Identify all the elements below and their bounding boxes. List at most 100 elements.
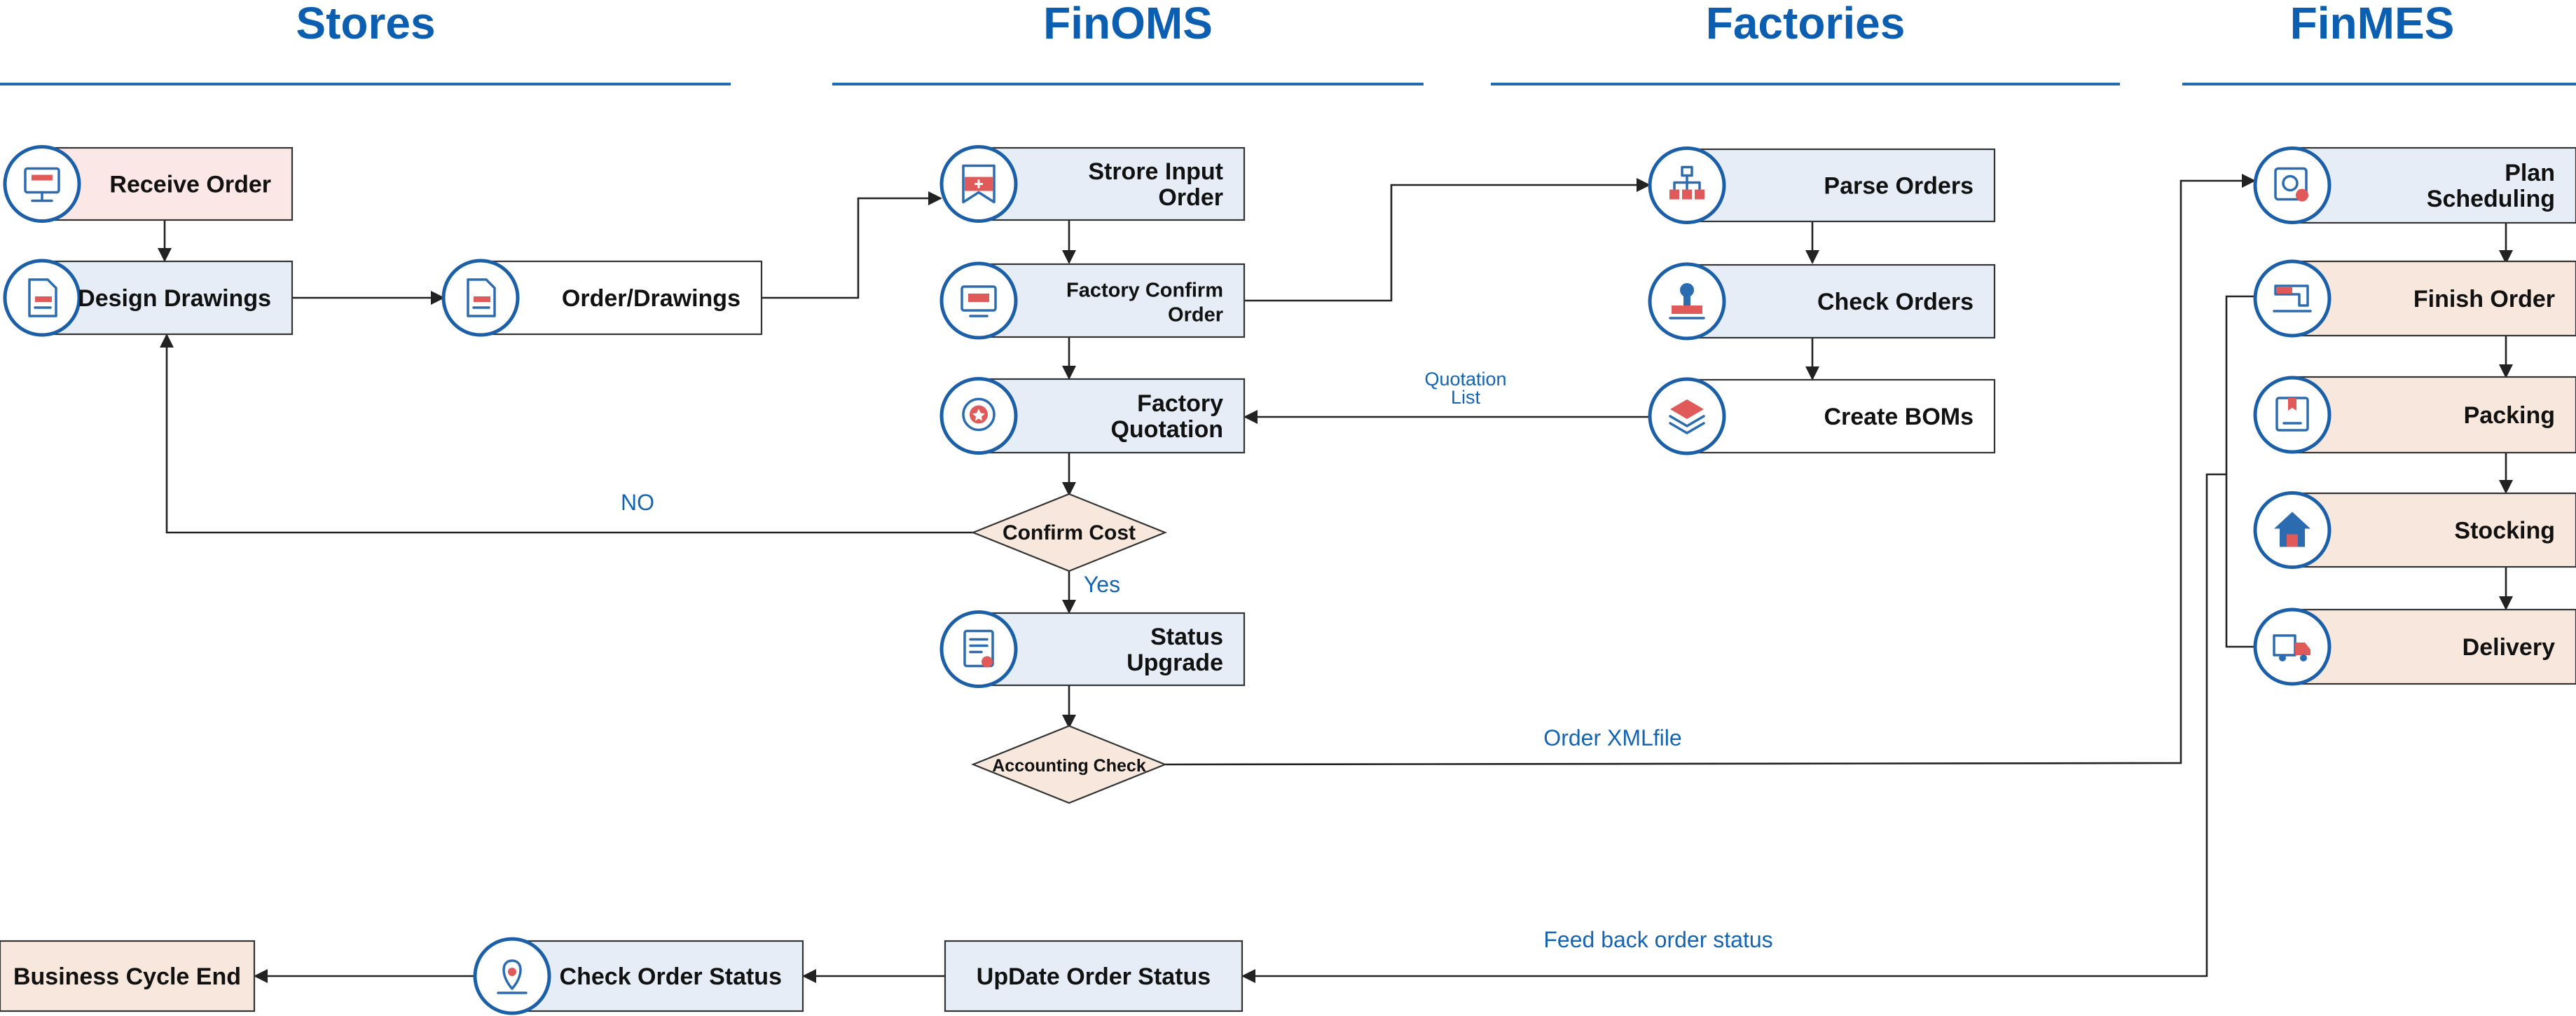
node-parse-orders: Parse Orders xyxy=(1648,146,1996,224)
edge-label-order-xmlfile: Order XMLfile xyxy=(1543,725,1681,750)
edge-order-drawings-to-store-input xyxy=(762,191,942,299)
node-label: UpDate Order Status xyxy=(977,963,1211,990)
edge-label-quotation-list-2: List xyxy=(1451,387,1481,408)
node-update-order-status: UpDate Order Status xyxy=(944,940,1244,1012)
edge-feedback-to-update xyxy=(1241,473,2226,983)
icon-ring xyxy=(939,610,1018,688)
hierarchy-icon xyxy=(1669,165,1704,200)
node-box xyxy=(2291,260,2576,337)
lane-headers: Stores FinOMS Factories FinMES xyxy=(0,0,2576,85)
node-label: Quotation xyxy=(1110,416,1223,443)
node-stocking: Stocking xyxy=(2253,491,2576,569)
node-label: Order/Drawings xyxy=(562,285,741,312)
node-box xyxy=(944,940,1244,1012)
decision-confirm-cost: Confirm Cost xyxy=(971,493,1167,572)
edge-accounting-to-plan xyxy=(1164,174,2256,766)
location-pin-icon xyxy=(497,959,528,994)
node-box xyxy=(0,940,256,1012)
decision-accounting-check: Accounting Check xyxy=(971,725,1167,804)
node-box xyxy=(1686,378,1996,454)
decision-label: Accounting Check xyxy=(992,756,1146,776)
node-box xyxy=(41,146,294,221)
bookmark-icon xyxy=(962,164,996,204)
screen-icon xyxy=(960,285,997,317)
document-icon xyxy=(28,278,57,317)
node-label: Strore Input xyxy=(1088,158,1223,185)
node-box xyxy=(1686,148,1996,223)
node-receive-order: Receive Order xyxy=(3,145,294,223)
layers-icon xyxy=(1669,399,1705,434)
node-label: Parse Orders xyxy=(1824,173,1974,200)
edge-label-no: NO xyxy=(621,490,654,515)
node-label: Plan xyxy=(2505,160,2555,186)
edge-label-quotation-list-1: Quotation xyxy=(1424,369,1506,390)
safe-gear-icon xyxy=(2274,167,2308,202)
node-design-drawings: Design Drawings xyxy=(3,259,294,337)
node-label: Finish Order xyxy=(2413,286,2555,313)
node-label: Upgrade xyxy=(1127,650,1223,676)
node-label: Check Orders xyxy=(1817,289,1974,315)
node-box xyxy=(2291,492,2576,568)
lane-title-finmes: FinMES xyxy=(2290,0,2455,48)
node-box xyxy=(2291,146,2576,224)
edges xyxy=(158,174,2513,983)
edge-labels: NO Yes Quotation List Order XMLfile Feed… xyxy=(621,369,1773,952)
decision-diamond xyxy=(971,493,1167,572)
icon-ring xyxy=(2253,607,2332,686)
node-check-order-status: Check Order Status xyxy=(473,937,804,1015)
stamp-icon xyxy=(1669,283,1705,320)
node-finish-order: Finish Order xyxy=(2253,259,2576,338)
sewing-machine-icon xyxy=(2273,284,2312,313)
truck-icon xyxy=(2273,634,2310,661)
node-label: Business Cycle End xyxy=(13,963,241,990)
node-label: Status xyxy=(1150,624,1223,650)
icon-ring xyxy=(2253,259,2332,338)
node-label: Design Drawings xyxy=(78,285,271,312)
node-box xyxy=(2291,376,2576,454)
lane-title-stores: Stores xyxy=(296,0,435,48)
edge-confirm-cost-no-to-design xyxy=(160,334,974,534)
warehouse-icon xyxy=(2274,512,2310,547)
icon-ring xyxy=(2253,376,2332,454)
edge-label-yes: Yes xyxy=(1084,572,1120,597)
node-box xyxy=(41,260,294,336)
edge-label-feed-back: Feed back order status xyxy=(1543,927,1772,952)
badge-icon xyxy=(962,397,996,432)
node-label: Receive Order xyxy=(109,172,271,198)
node-create-boms: Create BOMs xyxy=(1648,377,1996,455)
decision-diamond xyxy=(971,725,1167,804)
node-box xyxy=(1686,263,1996,339)
document-icon xyxy=(467,278,496,317)
node-business-cycle-end: Business Cycle End xyxy=(0,940,256,1012)
node-order-drawings: Order/Drawings xyxy=(441,259,763,337)
icon-ring xyxy=(2253,146,2332,224)
package-icon xyxy=(2275,397,2309,432)
icon-ring xyxy=(3,145,81,223)
node-label: Order xyxy=(1168,304,1223,327)
certificate-icon xyxy=(963,629,994,668)
node-delivery: Delivery xyxy=(2253,607,2576,686)
monitor-icon xyxy=(24,167,60,202)
node-packing: Packing xyxy=(2253,376,2576,454)
node-label: Check Order Status xyxy=(560,963,782,990)
lane-title-factories: Factories xyxy=(1706,0,1906,48)
node-check-orders: Check Orders xyxy=(1648,262,1996,341)
lane-title-finoms: FinOMS xyxy=(1043,0,1213,48)
node-label: Delivery xyxy=(2463,634,2555,661)
decision-label: Confirm Cost xyxy=(1003,521,1136,544)
node-box xyxy=(977,378,1246,454)
node-box xyxy=(977,612,1246,687)
edge-factory-confirm-to-parse xyxy=(1244,178,1651,302)
node-label: Factory Confirm xyxy=(1066,280,1223,302)
node-box xyxy=(977,263,1246,338)
node-label: Packing xyxy=(2464,402,2555,429)
node-label: Order xyxy=(1158,184,1223,211)
